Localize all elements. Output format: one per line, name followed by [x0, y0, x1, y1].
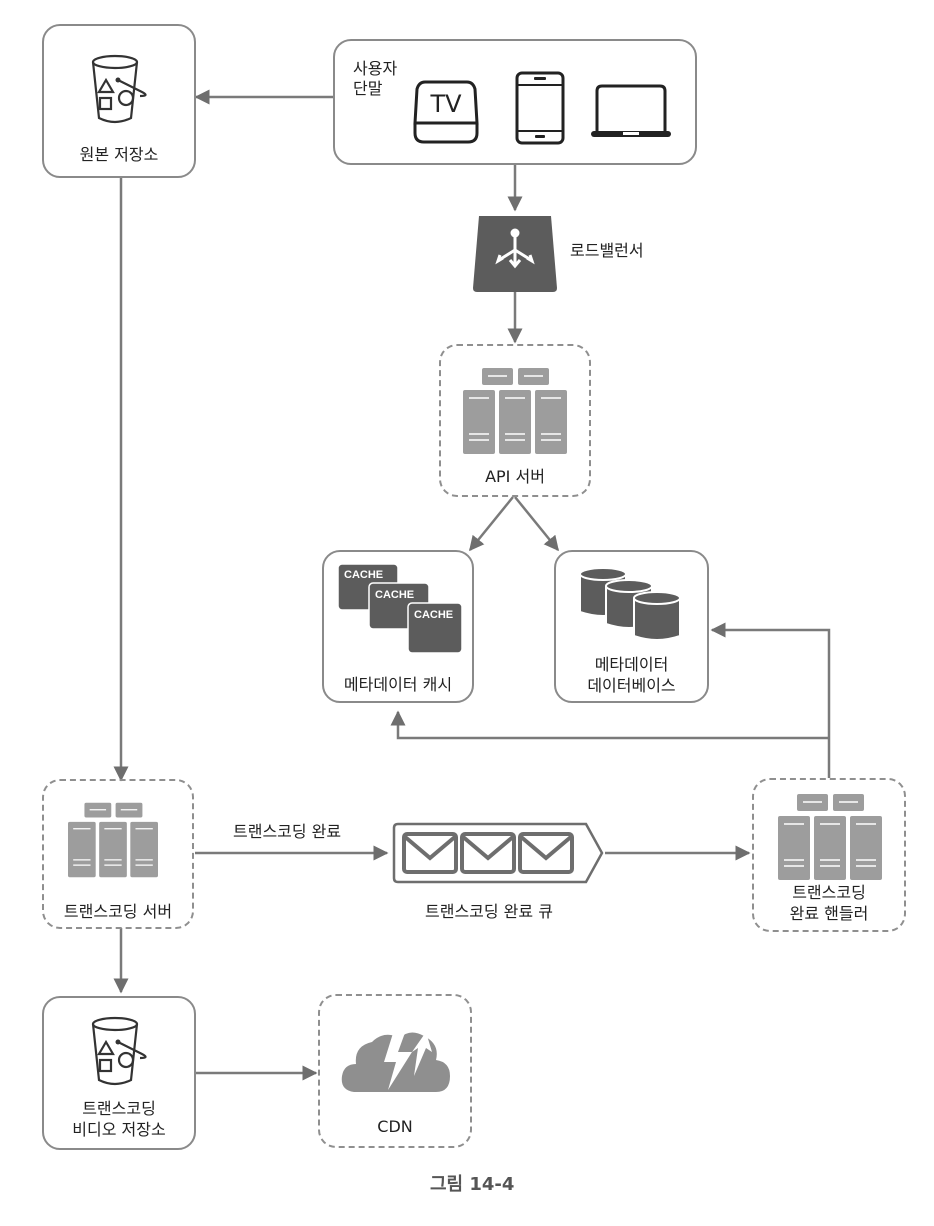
edge-handler-to-db: [710, 622, 831, 778]
user-devices-label: 사용자 단말: [353, 59, 398, 98]
svg-text:CACHE: CACHE: [344, 569, 383, 581]
completion-handler-node[interactable]: 트랜스코딩 완료 핸들러: [752, 778, 906, 932]
svg-text:CACHE: CACHE: [414, 609, 453, 621]
transcoded-storage-label: 트랜스코딩 비디오 저장소: [72, 1099, 166, 1139]
cdn-node[interactable]: CDN: [318, 994, 472, 1148]
cache-icon: CACHE CACHE CACHE: [338, 564, 462, 654]
load-balancer-label: 로드밸런서: [570, 241, 644, 260]
original-storage-label: 원본 저장소: [79, 145, 159, 164]
user-devices-node[interactable]: 사용자 단말 TV: [333, 39, 697, 165]
api-server-label: API 서버: [485, 467, 545, 486]
metadata-cache-node[interactable]: CACHE CACHE CACHE 메타데이터 캐시: [322, 550, 474, 703]
cdn-label: CDN: [377, 1117, 413, 1136]
phone-icon: [515, 71, 565, 145]
metadata-db-node[interactable]: 메타데이터 데이터베이스: [554, 550, 709, 703]
original-storage-node[interactable]: 원본 저장소: [42, 24, 196, 178]
server-cluster-icon: [463, 368, 567, 454]
completion-handler-label: 트랜스코딩 완료 핸들러: [789, 883, 869, 923]
server-cluster-icon: [68, 802, 158, 878]
svg-text:CACHE: CACHE: [375, 589, 414, 601]
tv-icon: TV: [413, 80, 479, 144]
server-cluster-icon: [778, 794, 882, 880]
api-server-node[interactable]: API 서버: [439, 344, 591, 497]
message-queue-icon[interactable]: [392, 822, 606, 884]
edge-handler-to-cache: [390, 710, 829, 740]
edge-api-server-to-cache: [469, 496, 514, 552]
svg-text:TV: TV: [429, 90, 462, 118]
cloud-lightning-icon: [341, 1030, 450, 1092]
s3-bucket-icon: [91, 54, 147, 124]
edge-api-server-to-db: [514, 496, 559, 552]
transcoding-server-label: 트랜스코딩 서버: [63, 902, 173, 921]
load-balancer-icon[interactable]: [473, 214, 557, 292]
s3-bucket-icon: [91, 1016, 147, 1086]
transcoding-server-node[interactable]: 트랜스코딩 서버: [42, 779, 194, 929]
completion-queue-label: 트랜스코딩 완료 큐: [425, 902, 553, 921]
database-icon: [579, 567, 681, 641]
laptop-icon: [591, 84, 671, 137]
metadata-db-label: 메타데이터 데이터베이스: [587, 655, 676, 695]
metadata-cache-label: 메타데이터 캐시: [343, 675, 453, 694]
edge-label-transcoding-complete: 트랜스코딩 완료: [233, 822, 342, 841]
transcoded-storage-node[interactable]: 트랜스코딩 비디오 저장소: [42, 996, 196, 1150]
figure-caption: 그림 14-4: [430, 1174, 515, 1195]
